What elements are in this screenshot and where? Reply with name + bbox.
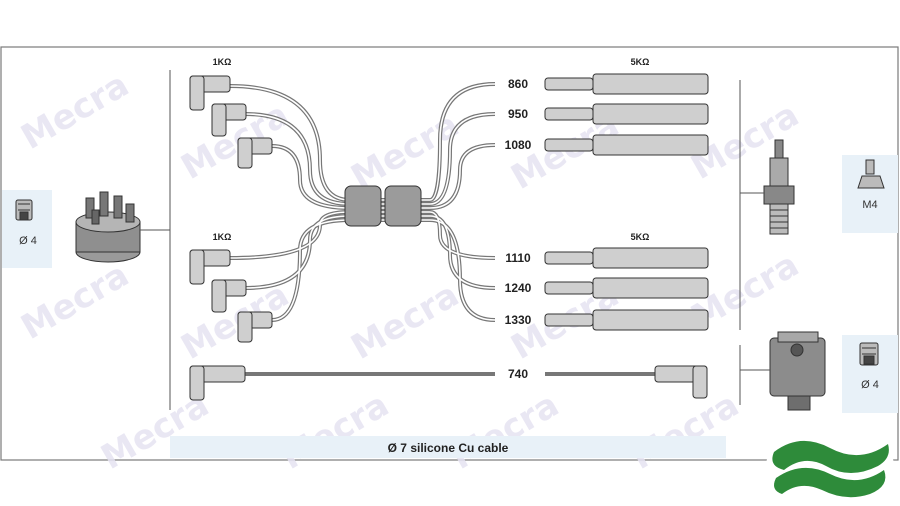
terminal-icon: [859, 342, 879, 366]
resistor-label: 1KΩ: [213, 232, 232, 242]
wire-length-label: 1240: [505, 281, 532, 295]
wire-length-label: 1330: [505, 313, 532, 327]
resistor-label: 5KΩ: [631, 57, 650, 67]
caption-panel: [170, 436, 726, 458]
resistor-label: 1KΩ: [213, 57, 232, 67]
wire-length-label: 1110: [505, 251, 531, 265]
wire-length-label: 740: [508, 367, 528, 381]
terminal-icon: [15, 199, 33, 221]
plug-boot-group: [544, 73, 709, 399]
plug-boot-group: [189, 75, 273, 401]
terminal-icon: [857, 159, 885, 189]
distributor-cap-icon: [75, 191, 141, 263]
wire-length-label: 1080: [505, 138, 532, 152]
ignition-coil-icon: [769, 331, 826, 411]
wire-length-label: 950: [508, 107, 528, 121]
spark-plug-icon: [763, 139, 795, 235]
cable-caption: Ø 7 silicone Cu cable: [388, 441, 509, 455]
right-bottom-terminal-label: Ø 4: [861, 379, 879, 391]
left-terminal-label: Ø 4: [19, 235, 37, 247]
resistor-label: 5KΩ: [631, 232, 650, 242]
wire-clamp: [344, 185, 382, 227]
wire-clamp: [384, 185, 422, 227]
brand-logo-icon: [766, 431, 894, 499]
wire-length-label: 860: [508, 77, 528, 91]
right-top-terminal-label: M4: [862, 199, 877, 211]
